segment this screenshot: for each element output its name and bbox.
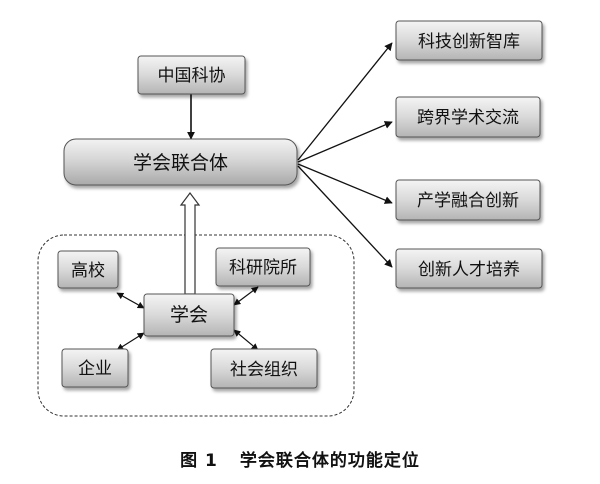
function-node-2 [395,96,541,138]
function-label-1: 科技创新智库 [418,32,520,52]
federation-function-diagram: 中国科协 学会联合体 科技创新智库 跨界学术交流 产学融合创新 创新人才培养 高… [37,20,543,417]
research-institute-node [215,247,311,287]
function-label-2: 跨界学术交流 [417,108,519,128]
arrow-to-function-1 [297,42,393,161]
university-label: 高校 [71,261,105,281]
hollow-arrow-society-to-federation [179,192,201,295]
function-label-4: 创新人才培养 [418,260,520,280]
function-label-3: 产学融合创新 [417,191,519,211]
society-group-container [37,234,355,417]
enterprise-node [61,348,129,388]
arrow-to-function-4 [297,165,393,268]
arrow-to-function-3 [297,163,393,204]
figure-number: 图 1 [180,451,218,471]
arrow-society-research-institute [233,286,259,306]
arrow-society-enterprise [116,332,145,351]
society-node [143,293,235,337]
federation-label: 学会联合体 [133,152,228,174]
arrow-society-social-org [233,329,259,351]
figure-title: 学会联合体的功能定位 [239,451,420,471]
arrow-society-university [116,292,145,309]
function-node-1 [395,20,543,61]
figure-caption: 图 1 学会联合体的功能定位 [0,446,600,471]
social-org-label: 社会组织 [230,360,298,380]
society-label: 学会 [170,304,208,326]
federation-node [63,138,298,186]
research-institute-label: 科研院所 [229,258,297,278]
social-org-node [210,348,318,389]
arrow-to-function-2 [297,121,393,163]
university-node [57,250,119,289]
cast-label: 中国科协 [158,66,226,86]
cast-node [137,55,246,95]
enterprise-label: 企业 [78,359,112,379]
function-node-4 [395,248,543,289]
function-node-3 [395,179,541,221]
